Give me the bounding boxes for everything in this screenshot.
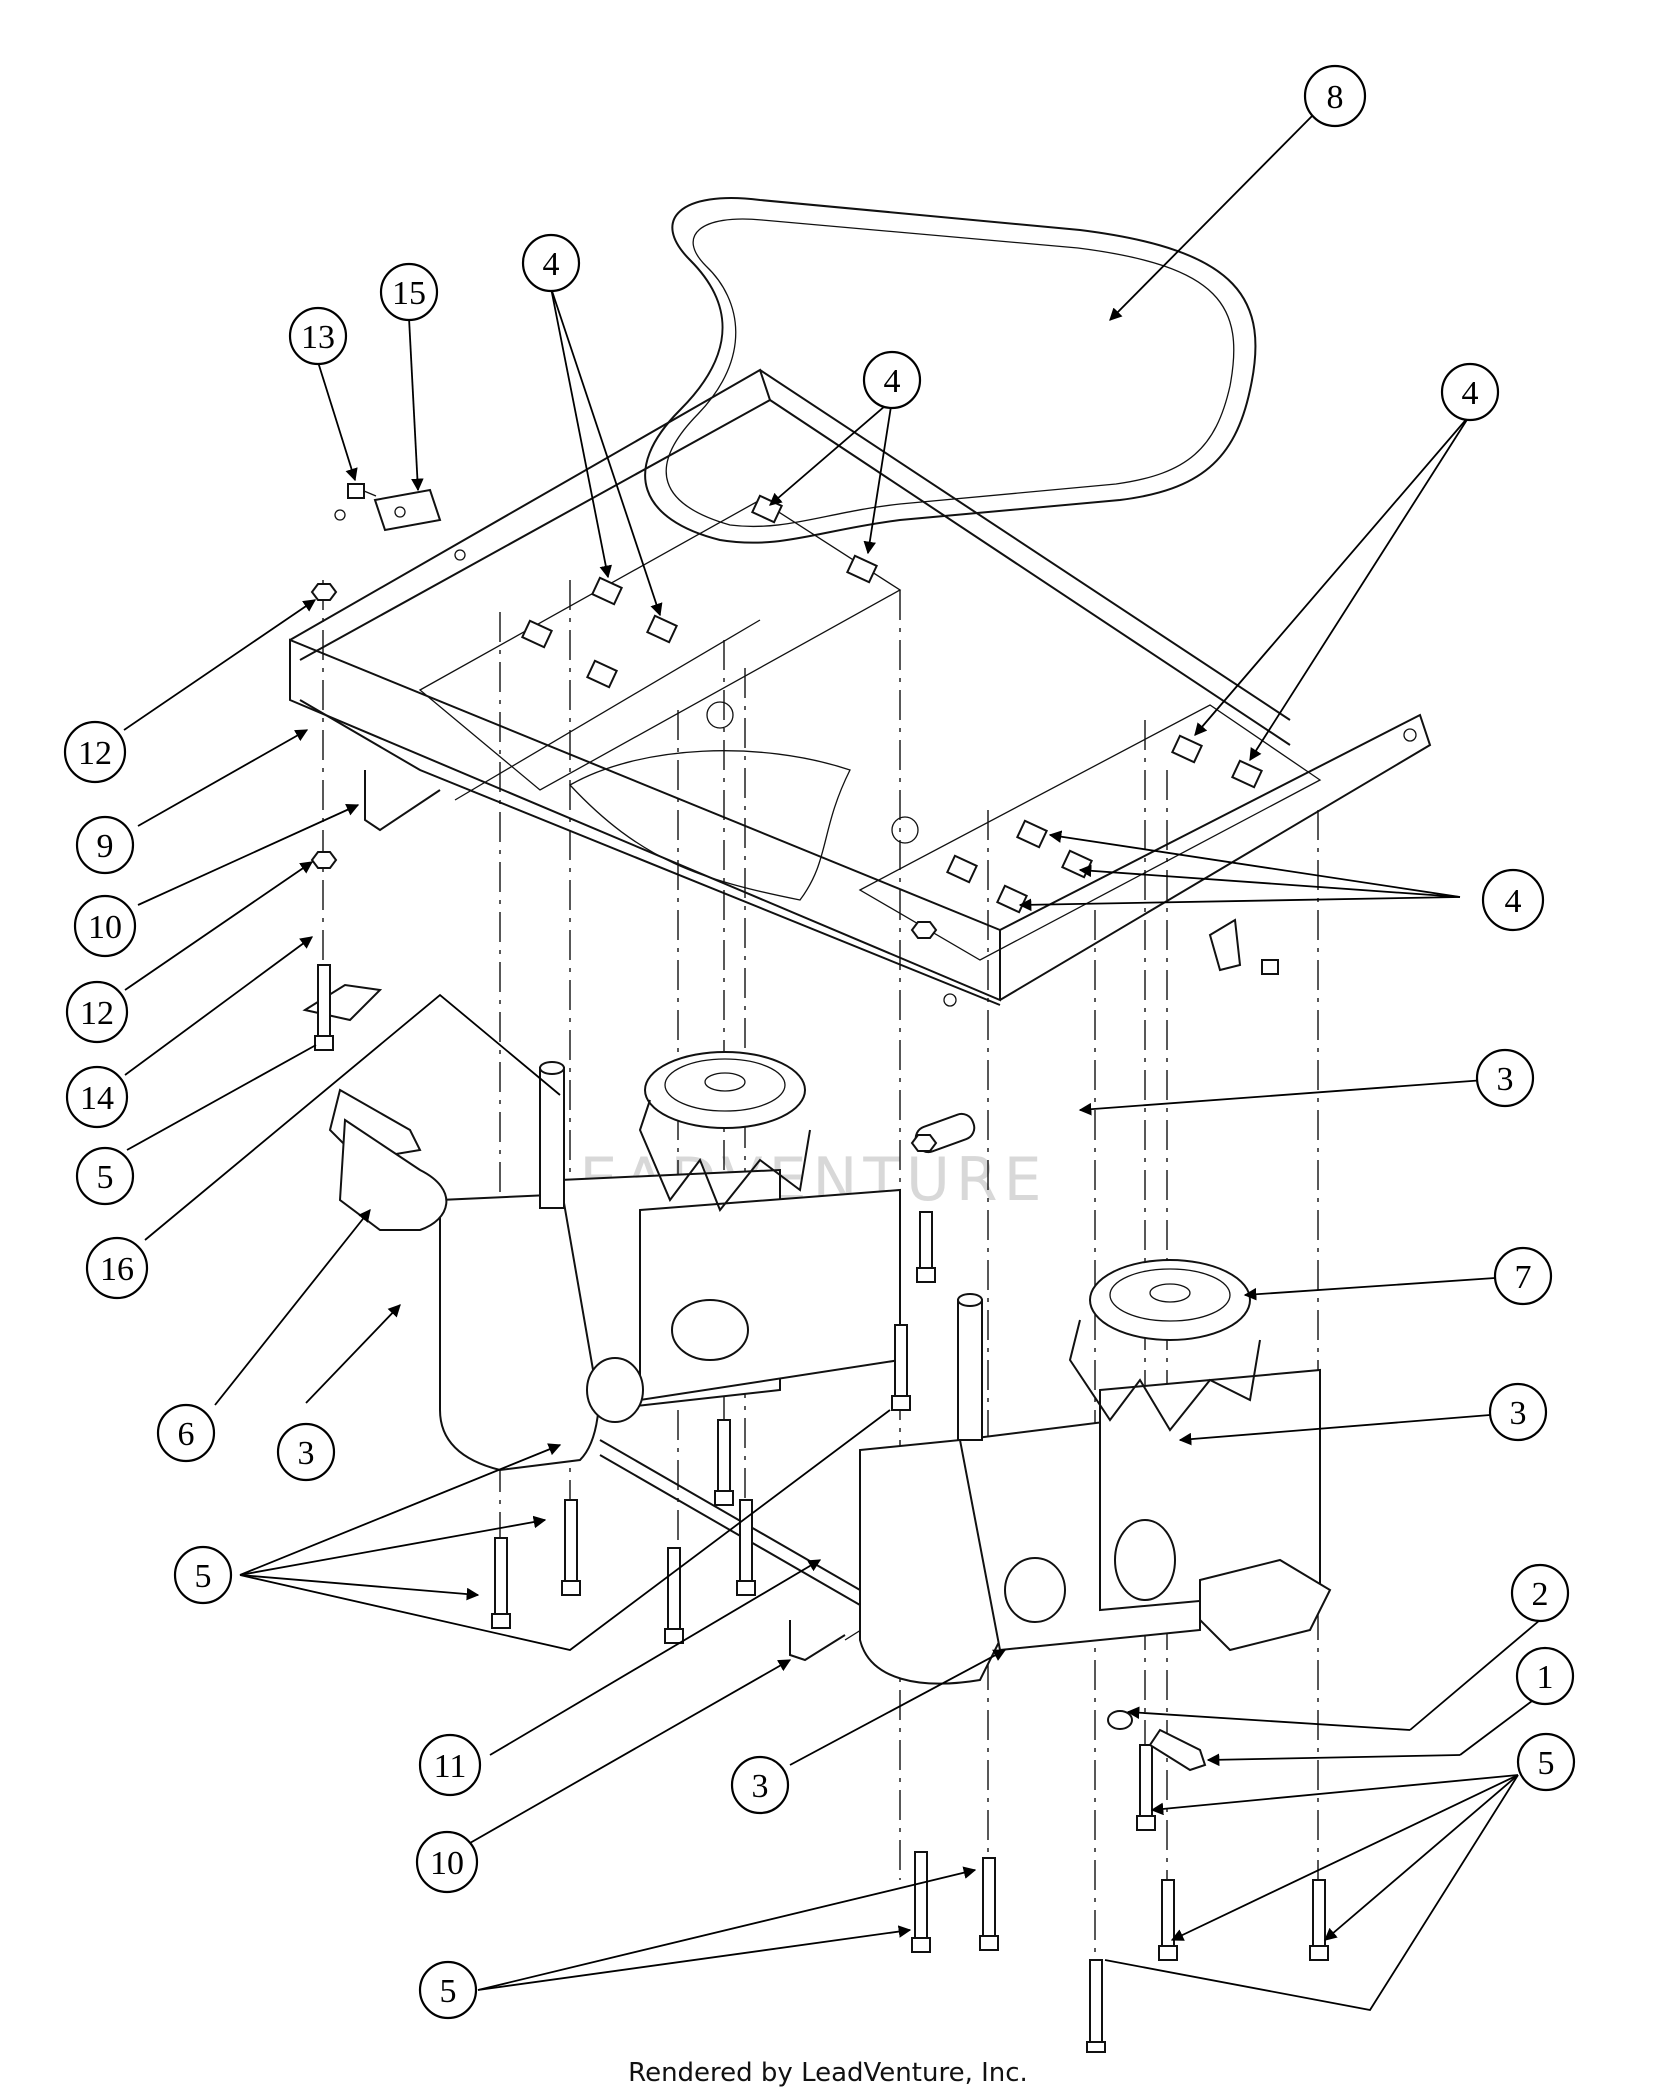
callout-11: 11 [418,1733,482,1797]
footer-credit: Rendered by LeadVenture, Inc. [628,2058,1028,2088]
svg-text:3: 3 [1510,1395,1527,1432]
bolts [314,964,1329,2053]
callout-4: 4 [862,350,922,410]
callout-10: 10 [415,1830,479,1894]
callout-8: 8 [1303,64,1367,128]
svg-text:5: 5 [440,1973,457,2010]
callout-5: 5 [173,1545,233,1605]
svg-text:9: 9 [97,828,114,865]
callout-6: 6 [156,1403,216,1463]
callout-3: 3 [1475,1048,1535,1108]
svg-text:4: 4 [1505,883,1522,920]
drive-belt [644,197,1257,544]
callout-4: 4 [521,233,581,293]
callout-15: 15 [379,262,439,322]
svg-text:10: 10 [430,1845,464,1882]
callout-12: 12 [65,980,129,1044]
chassis-frame [289,368,1432,1007]
callout-9: 9 [75,815,135,875]
callout-7: 7 [1493,1246,1553,1306]
callout-12: 12 [63,720,127,784]
svg-text:6: 6 [178,1416,195,1453]
svg-text:14: 14 [80,1080,114,1117]
callout-5: 5 [418,1960,478,2020]
svg-text:12: 12 [78,735,112,772]
svg-text:3: 3 [298,1435,315,1472]
svg-text:3: 3 [1497,1061,1514,1098]
svg-text:15: 15 [392,275,426,312]
svg-text:3: 3 [752,1768,769,1805]
svg-text:7: 7 [1515,1259,1532,1296]
callout-3: 3 [730,1755,790,1815]
svg-text:13: 13 [301,319,335,356]
svg-text:11: 11 [434,1748,467,1785]
callout-2: 2 [1510,1563,1570,1623]
svg-text:5: 5 [195,1558,212,1595]
callout-10: 10 [73,894,137,958]
svg-text:8: 8 [1327,79,1344,116]
svg-text:2: 2 [1532,1576,1549,1613]
callout-5: 5 [1516,1732,1576,1792]
svg-text:4: 4 [1462,375,1479,412]
callout-3: 3 [1488,1382,1548,1442]
bracket-and-screw [347,483,1279,975]
callout-4: 4 [1481,868,1545,932]
svg-text:1: 1 [1537,1659,1554,1696]
leader-lines [123,109,1541,2011]
svg-text:4: 4 [884,363,901,400]
svg-text:5: 5 [97,1159,114,1196]
callout-13: 13 [288,306,348,366]
callout-16: 16 [85,1236,149,1300]
right-transaxle [859,1259,1332,1685]
svg-text:4: 4 [543,246,560,283]
svg-text:12: 12 [80,995,114,1032]
callout-5: 5 [75,1146,135,1206]
left-transaxle [328,1051,901,1472]
svg-text:16: 16 [100,1251,134,1288]
svg-text:5: 5 [1538,1745,1555,1782]
callout-3: 3 [276,1422,336,1482]
callout-1: 1 [1515,1646,1575,1706]
parts-drawing [289,197,1432,2053]
svg-text:10: 10 [88,909,122,946]
callout-14: 14 [65,1065,129,1129]
callout-4: 4 [1440,362,1500,422]
nuts-washers [310,583,1207,1772]
callouts: 8 15 13 4 4 4 12 9 10 12 14 5 16 4 3 7 6… [63,64,1576,2020]
